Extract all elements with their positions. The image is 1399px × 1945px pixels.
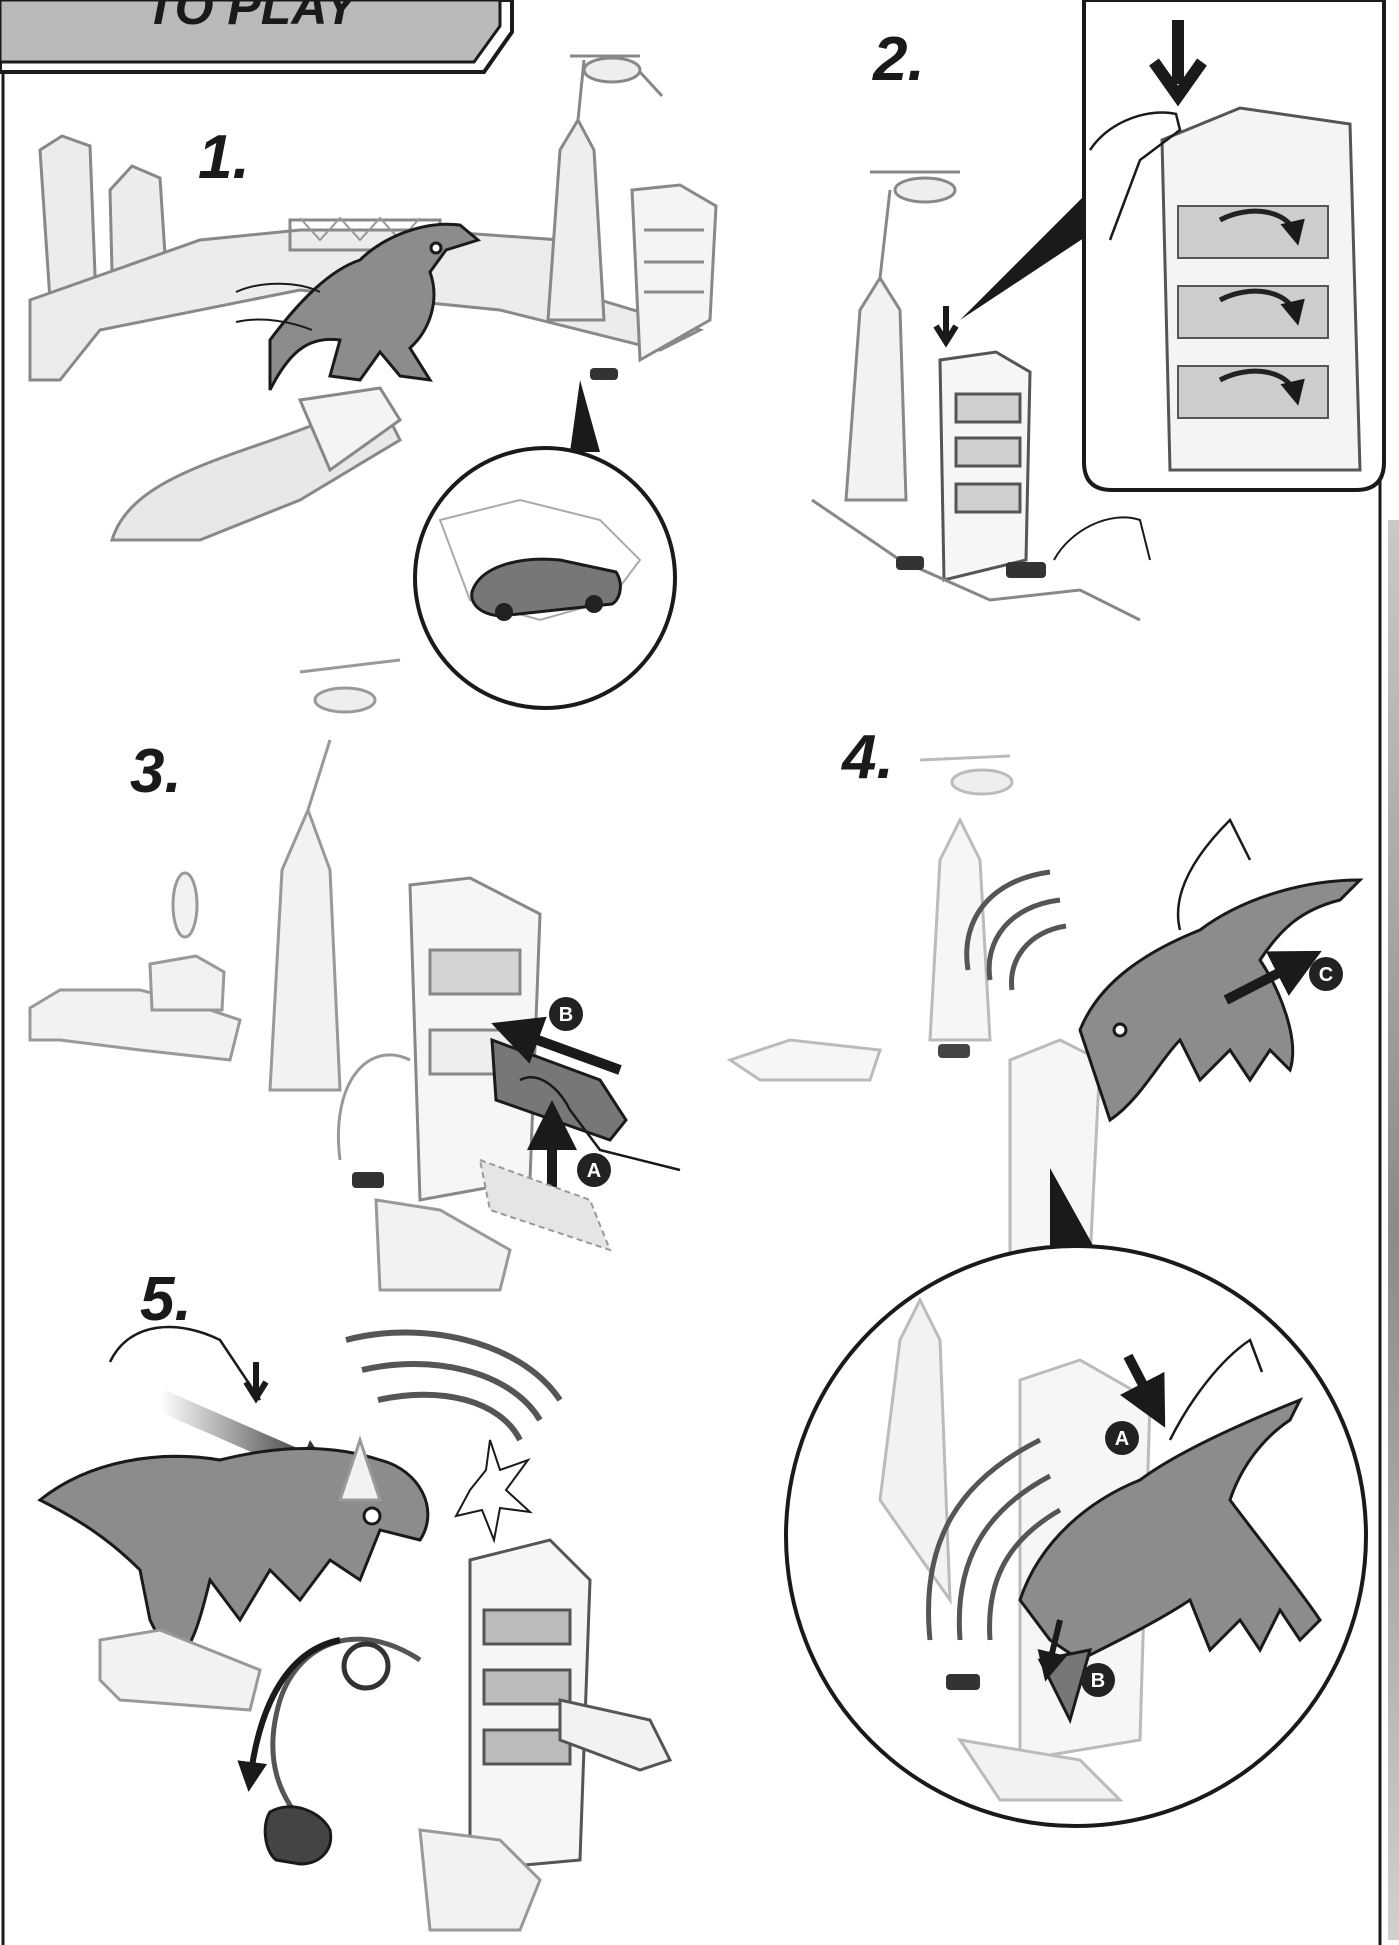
step-5-push-arrow xyxy=(246,1362,266,1398)
step-4-panel: 4. C xyxy=(730,723,1366,1826)
svg-text:B: B xyxy=(1091,1670,1105,1692)
step-2-parking-tower xyxy=(940,352,1030,580)
step-4-callout-c: C xyxy=(1309,957,1343,991)
step-3-panel: 3. A B xyxy=(30,660,680,1290)
svg-text:A: A xyxy=(1115,1428,1129,1450)
step-5-flipping-car xyxy=(265,1807,330,1864)
step-1-clock-tower xyxy=(548,60,604,320)
page-edge-strip xyxy=(1388,520,1399,1940)
step-2-inset xyxy=(1084,0,1384,490)
step-2-helicopter xyxy=(870,172,960,202)
detail-callout-b: B xyxy=(1081,1663,1115,1697)
step-1-zoom-detail xyxy=(415,448,675,708)
step-1-panel: 1. xyxy=(30,56,716,708)
step-1-car xyxy=(590,368,618,380)
step-5-number: 5. xyxy=(140,1265,192,1334)
step-3-callout-a: A xyxy=(577,1153,611,1187)
step-3-loop xyxy=(338,1055,410,1160)
step-1-number: 1. xyxy=(198,123,250,192)
step-4-zoom-detail: A B xyxy=(786,1246,1366,1826)
step-1-zoom-pointer xyxy=(570,380,600,452)
step-3-callout-b: B xyxy=(549,997,583,1031)
step-4-number: 4. xyxy=(840,723,894,792)
svg-text:B: B xyxy=(559,1004,573,1026)
step-5-flip-arrow xyxy=(250,1640,340,1780)
step-3-helicopter xyxy=(300,660,400,712)
svg-text:C: C xyxy=(1319,964,1333,986)
step-3-base xyxy=(376,1200,510,1290)
step-4-helicopter xyxy=(920,756,1012,794)
step-2-car-left xyxy=(896,556,924,570)
step-2-number: 2. xyxy=(872,25,925,94)
step-4-car xyxy=(938,1044,970,1058)
step-4-city-track xyxy=(730,820,1100,1260)
step-5-impact-burst xyxy=(456,1440,530,1540)
step-2-hand xyxy=(1054,517,1150,560)
step-4-dinosaur xyxy=(1080,880,1360,1120)
detail-car xyxy=(946,1674,980,1690)
step-2-push-arrow xyxy=(936,306,956,342)
header-tab: TO PLAY xyxy=(0,0,512,72)
step-5-sound-waves xyxy=(346,1333,560,1441)
step-1-parking-tower xyxy=(632,185,716,360)
step-5-loop-ring xyxy=(344,1644,388,1688)
step-5-hand xyxy=(110,1327,260,1400)
step-2-car-right xyxy=(1006,562,1046,578)
step-3-number: 3. xyxy=(130,737,182,806)
header-title: TO PLAY xyxy=(145,0,362,35)
step-3-clock-tower xyxy=(270,740,340,1090)
svg-text:A: A xyxy=(587,1160,601,1182)
step-2-panel: 2. xyxy=(812,0,1384,620)
step-3-city-track xyxy=(30,873,240,1060)
step-5-panel: 5. xyxy=(40,1265,670,1930)
step-2-clock-tower xyxy=(846,190,906,500)
detail-callout-a: A xyxy=(1105,1421,1139,1455)
step-3-car xyxy=(352,1172,384,1188)
